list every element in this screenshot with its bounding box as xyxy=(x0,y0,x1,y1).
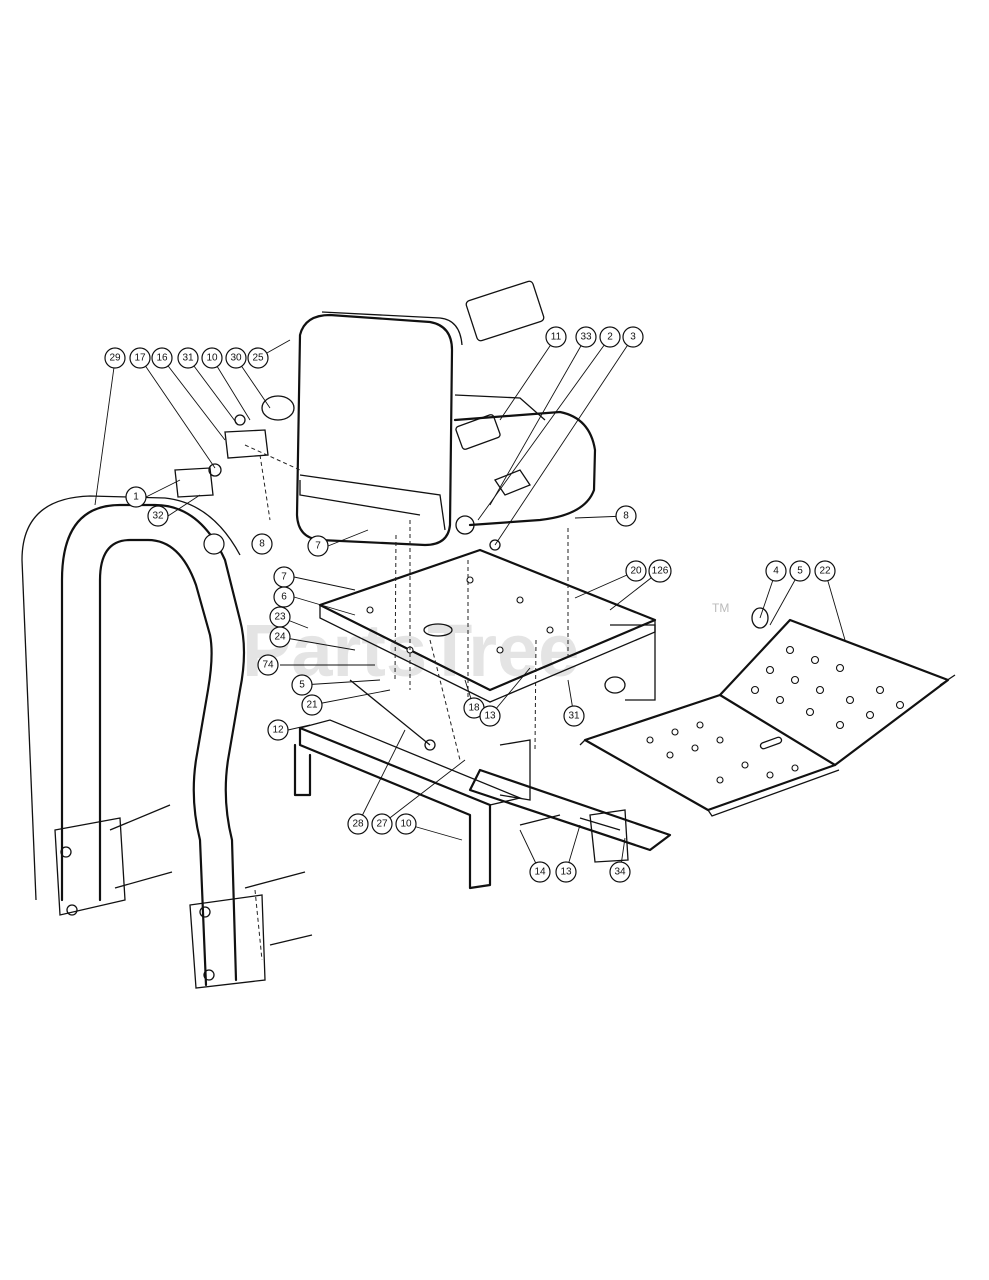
callout-22: 22 xyxy=(814,560,836,582)
svg-text:29: 29 xyxy=(109,353,121,364)
svg-text:12: 12 xyxy=(272,725,284,736)
svg-text:7: 7 xyxy=(315,541,321,552)
svg-text:6: 6 xyxy=(281,592,287,603)
svg-text:27: 27 xyxy=(376,819,388,830)
svg-text:22: 22 xyxy=(819,566,831,577)
callout-blank xyxy=(203,533,225,555)
svg-text:4: 4 xyxy=(773,566,779,577)
svg-text:23: 23 xyxy=(274,612,286,623)
callout-10-lower: 10 xyxy=(395,813,417,835)
callout-13-lower: 13 xyxy=(555,861,577,883)
svg-text:16: 16 xyxy=(156,353,168,364)
svg-text:10: 10 xyxy=(400,819,412,830)
callout-5-right: 5 xyxy=(789,560,811,582)
svg-text:21: 21 xyxy=(306,700,318,711)
callout-20: 20 xyxy=(625,560,647,582)
seat-assembly xyxy=(295,280,597,551)
callout-7-upper: 7 xyxy=(307,535,329,557)
svg-text:20: 20 xyxy=(630,566,642,577)
callout-33: 33 xyxy=(575,326,597,348)
callout-11: 11 xyxy=(545,326,567,348)
foot-plate xyxy=(579,607,956,817)
callout-14: 14 xyxy=(529,861,551,883)
svg-text:3: 3 xyxy=(630,332,636,343)
callout-29: 29 xyxy=(104,347,126,369)
callout-27: 27 xyxy=(371,813,393,835)
callout-28: 28 xyxy=(347,813,369,835)
svg-text:14: 14 xyxy=(534,867,546,878)
callout-6: 6 xyxy=(273,586,295,608)
svg-text:18: 18 xyxy=(468,703,480,714)
callout-21: 21 xyxy=(301,694,323,716)
callout-74: 74 xyxy=(257,654,279,676)
svg-text:8: 8 xyxy=(259,539,265,550)
svg-text:33: 33 xyxy=(580,332,592,343)
callout-32: 32 xyxy=(147,505,169,527)
callout-8-right: 8 xyxy=(615,505,637,527)
switch-bracket xyxy=(174,395,301,521)
svg-text:2: 2 xyxy=(607,332,613,343)
foot-plate-holes xyxy=(646,645,905,784)
callout-31: 31 xyxy=(177,347,199,369)
frame-channels xyxy=(293,520,672,890)
callout-leaders xyxy=(94,336,846,873)
svg-text:5: 5 xyxy=(299,680,305,691)
svg-text:30: 30 xyxy=(230,353,242,364)
callout-12: 12 xyxy=(267,719,289,741)
callout-18: 18 xyxy=(463,697,485,719)
svg-text:1: 1 xyxy=(133,492,139,503)
callout-23: 23 xyxy=(269,606,291,628)
svg-text:17: 17 xyxy=(134,353,146,364)
callout-2: 2 xyxy=(599,326,621,348)
svg-text:28: 28 xyxy=(352,819,364,830)
svg-text:8: 8 xyxy=(623,511,629,522)
callout-5-left: 5 xyxy=(291,674,313,696)
callout-8-upper: 8 xyxy=(251,533,273,555)
callout-31-lower: 31 xyxy=(563,705,585,727)
svg-text:31: 31 xyxy=(568,711,580,722)
roll-bar xyxy=(21,495,313,989)
svg-text:32: 32 xyxy=(152,511,164,522)
callout-34: 34 xyxy=(609,861,631,883)
svg-text:13: 13 xyxy=(560,867,572,878)
svg-text:13: 13 xyxy=(484,711,496,722)
callout-126: 126 xyxy=(648,559,672,583)
callout-17: 17 xyxy=(129,347,151,369)
svg-text:5: 5 xyxy=(797,566,803,577)
callout-3: 3 xyxy=(622,326,644,348)
svg-text:7: 7 xyxy=(281,572,287,583)
svg-text:24: 24 xyxy=(274,632,286,643)
callout-7-lower: 7 xyxy=(273,566,295,588)
callout-1: 1 xyxy=(125,486,147,508)
seat-plate xyxy=(318,548,657,703)
svg-text:10: 10 xyxy=(206,353,218,364)
watermark-trademark: TM xyxy=(712,601,729,615)
callout-30: 30 xyxy=(225,347,247,369)
svg-text:34: 34 xyxy=(614,867,626,878)
callout-13-upper: 13 xyxy=(479,705,501,727)
svg-text:74: 74 xyxy=(262,660,274,671)
callout-24: 24 xyxy=(269,626,291,648)
callout-16: 16 xyxy=(151,347,173,369)
svg-text:126: 126 xyxy=(652,566,669,577)
callout-10: 10 xyxy=(201,347,223,369)
callout-4: 4 xyxy=(765,560,787,582)
svg-text:11: 11 xyxy=(551,332,562,343)
svg-text:31: 31 xyxy=(182,353,194,364)
svg-text:25: 25 xyxy=(252,353,264,364)
callout-25: 25 xyxy=(247,347,269,369)
